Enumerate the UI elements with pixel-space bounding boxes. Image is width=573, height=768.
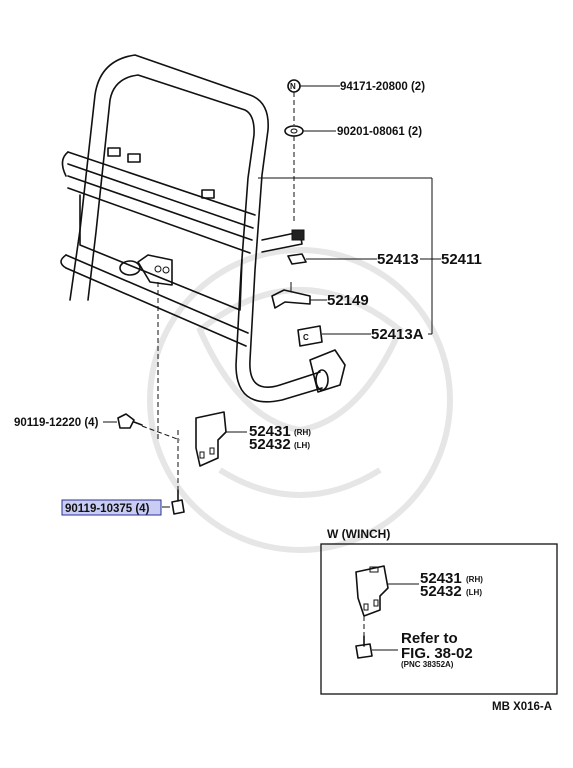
inset-bracket-lh: 52432 xyxy=(420,583,462,600)
callout-bracket-rh-side: (RH) xyxy=(294,428,311,437)
callout-bolt-bottom[interactable]: 90119-10375 (4) xyxy=(65,503,150,515)
grille-guard-illustration xyxy=(60,54,346,403)
watermark-emblem xyxy=(147,247,453,553)
highlight-box xyxy=(61,499,162,516)
callout-nut: 94171-20800 (2) xyxy=(340,81,425,93)
callout-bracket-rh: 52431 xyxy=(249,423,291,440)
callout-bracket-a: 52413 xyxy=(377,251,419,268)
winch-inset xyxy=(320,543,558,695)
callout-bolt-side: 90119-12220 (4) xyxy=(14,417,99,429)
inset-bracket-rh: 52431 xyxy=(420,570,462,587)
hardware-parts: N C xyxy=(103,79,441,515)
inset-refer-line1: Refer to xyxy=(401,630,458,647)
nut-symbol: N xyxy=(290,82,296,91)
figure-code: MB X016-A xyxy=(492,701,552,713)
callout-bracket-lh: 52432 xyxy=(249,436,291,453)
inset-pnc: (PNC 38352A) xyxy=(401,660,454,669)
callout-bracket-lh-side: (LH) xyxy=(294,441,310,450)
inset-refer-line2[interactable]: FIG. 38-02 xyxy=(401,645,473,662)
callout-washer: 90201-08061 (2) xyxy=(337,126,422,138)
inset-bracket-lh-side: (LH) xyxy=(466,588,482,597)
inset-bracket-rh-side: (RH) xyxy=(466,575,483,584)
callout-bracket-b: 52413A xyxy=(371,326,424,343)
inset-title: W (WINCH) xyxy=(327,527,390,541)
callout-guard-assy: 52411 xyxy=(441,251,482,268)
svg-text:C: C xyxy=(303,333,309,342)
callout-plate: 52149 xyxy=(327,292,369,309)
